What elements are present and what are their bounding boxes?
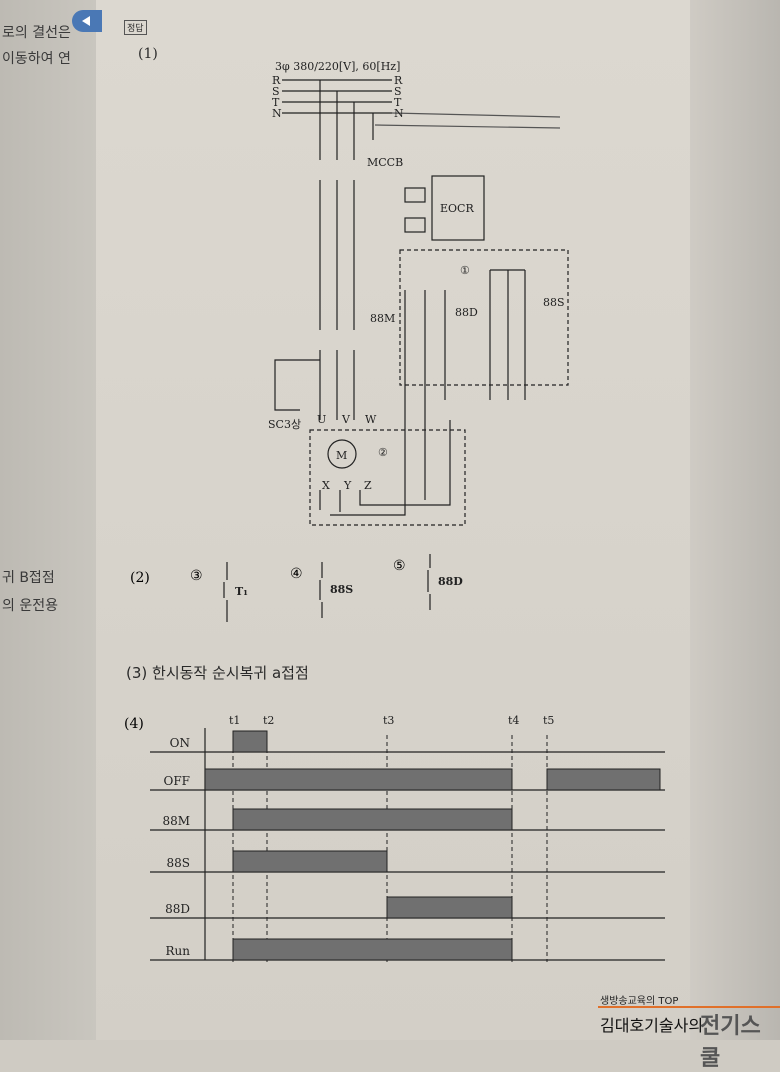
signal-high-bar: [232, 730, 268, 753]
phase-label: T: [272, 96, 280, 109]
terminal-label: W: [365, 413, 377, 426]
terminal-label: X: [322, 479, 330, 492]
left-page: 로의 결선은 이동하여 연 귀 B접점 의 운전용: [0, 0, 96, 1040]
supply-label: 3φ 380/220[V], 60[Hz]: [275, 60, 400, 73]
signal-label: 88M: [162, 814, 190, 828]
time-marker-label: t5: [543, 714, 554, 727]
phase-label: R: [394, 74, 403, 87]
signal-high-bar: [232, 850, 388, 873]
phase-label: N: [272, 107, 282, 120]
phase-label: R: [272, 74, 281, 87]
part4-label: (4): [124, 716, 144, 732]
signal-label: 88D: [165, 902, 190, 916]
time-marker-label: t2: [263, 714, 274, 727]
main-page: [96, 0, 696, 1040]
signal-high-bar: [386, 896, 513, 919]
part1-label: (1): [138, 46, 158, 62]
part2-label: (2): [130, 570, 150, 586]
marker-2: ②: [378, 446, 388, 459]
contact-num: ③: [190, 568, 203, 584]
signal-label: 88S: [167, 856, 191, 870]
terminal-label: Z: [364, 479, 372, 492]
time-marker-label: t3: [383, 714, 394, 727]
88m-label: 88M: [370, 312, 395, 325]
signal-label: OFF: [164, 774, 191, 788]
watermark-name: 김대호기술사의: [600, 1016, 704, 1035]
watermark-brand: 전기스쿨: [700, 1014, 761, 1071]
eocr-label: EOCR: [440, 202, 474, 215]
watermark-tagline: 생방송교육의 TOP: [600, 996, 679, 1007]
left-page-text: 이동하여 연: [2, 51, 71, 67]
time-marker-label: t1: [229, 714, 240, 727]
time-marker-label: t4: [508, 714, 519, 727]
contact-name: T₁: [235, 585, 248, 598]
left-page-text: 로의 결선은: [2, 25, 71, 41]
left-page-text: 의 운전용: [2, 598, 58, 614]
circuit-diagram: 3φ 380/220[V], 60[Hz] R S T N R S T N MC…: [124, 60, 665, 962]
terminal-label: V: [341, 413, 351, 426]
signal-high-bar: [232, 938, 513, 961]
88d-label: 88D: [455, 306, 478, 319]
left-page-text: 귀 B접점: [2, 570, 55, 586]
phase-label: T: [394, 96, 402, 109]
signal-high-bar: [204, 768, 513, 791]
signal-high-bar: [232, 808, 513, 831]
page-tab-arrow-icon: [72, 10, 102, 32]
phase-label: N: [394, 107, 404, 120]
contact-name: 88S: [330, 583, 353, 596]
contact-num: ⑤: [393, 558, 406, 574]
capacitor-label: SC3상: [268, 418, 301, 431]
right-page-edge: [690, 0, 780, 1040]
part3-text: (3) 한시동작 순시복귀 a접점: [126, 664, 309, 682]
phase-label: S: [272, 85, 280, 98]
terminal-label: U: [317, 413, 326, 426]
motor-label: M: [336, 449, 347, 462]
answer-badge: 정답: [124, 20, 147, 35]
watermark-divider: [598, 1006, 780, 1008]
marker-1: ①: [460, 264, 470, 277]
signal-label: Run: [166, 944, 191, 958]
mccb-label: MCCB: [367, 156, 403, 169]
phase-label: S: [394, 85, 402, 98]
88s-label: 88S: [543, 296, 565, 309]
signal-label: ON: [170, 736, 190, 750]
signal-high-bar: [546, 768, 661, 791]
terminal-label: Y: [343, 479, 352, 492]
contact-name: 88D: [438, 575, 463, 588]
contact-num: ④: [290, 566, 303, 582]
